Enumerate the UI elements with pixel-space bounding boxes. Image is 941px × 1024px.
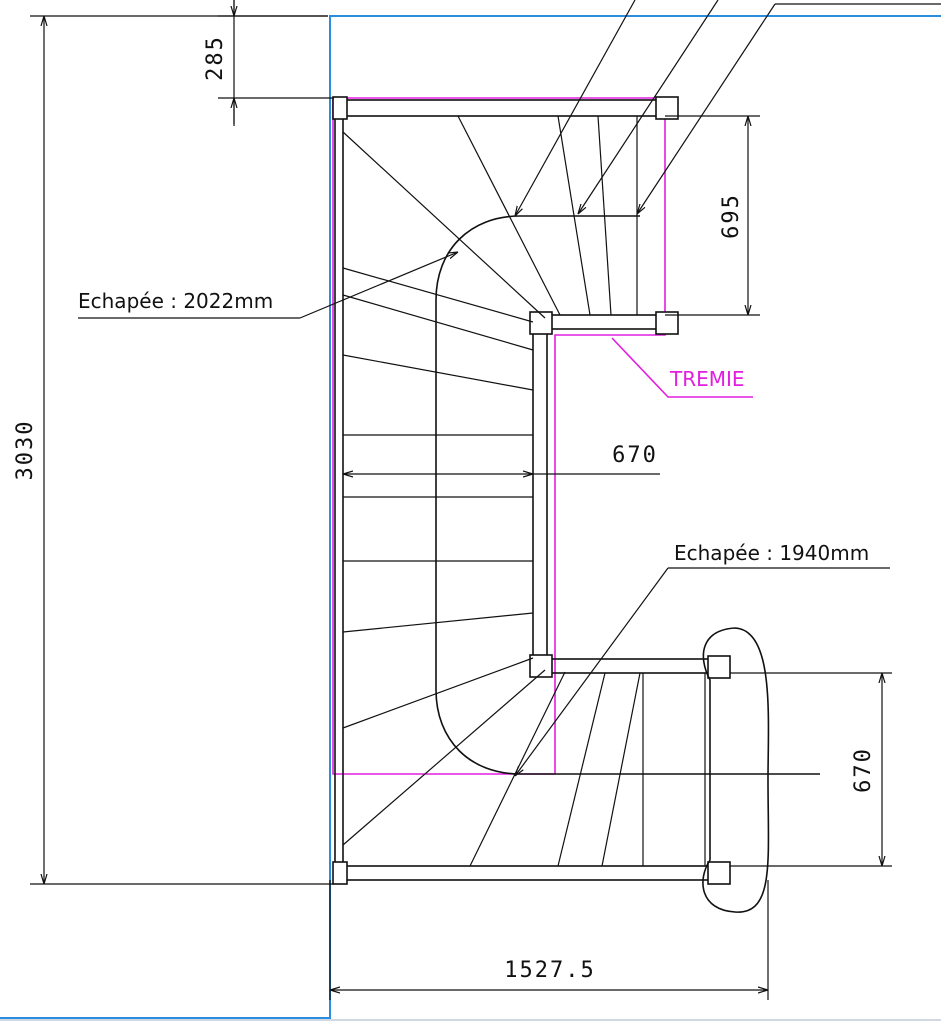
dimension-lower-flight: 670 <box>730 672 892 867</box>
dimension-top-offset: 285 <box>203 0 334 126</box>
dimension-total-height: 3030 <box>13 15 334 885</box>
dimension-upper-flight-label: 695 <box>719 193 744 239</box>
echappee-lower-label: Echapée : 1940mm <box>674 541 869 565</box>
post-bottom-left <box>332 861 348 885</box>
post-lower-right <box>707 655 731 679</box>
wall-outline <box>0 15 941 1021</box>
walking-line <box>435 215 820 775</box>
dimension-total-height-label: 3030 <box>13 420 38 481</box>
post-upper-right <box>655 311 679 335</box>
echappee-upper-callout: Echapée : 2022mm <box>78 252 458 319</box>
dimension-total-width: 1527.5 <box>329 880 769 1000</box>
post-upper-newel <box>529 311 553 335</box>
tremie-label: TREMIE <box>669 367 745 391</box>
dimension-landing-width: 670 <box>343 443 660 474</box>
post-bottom-right <box>707 861 731 885</box>
stair-posts <box>332 96 731 885</box>
echappee-upper-label: Echapée : 2022mm <box>78 289 273 313</box>
handrail-loop <box>702 627 770 913</box>
post-top-right <box>655 96 679 120</box>
dimension-top-offset-label: 285 <box>203 35 228 81</box>
echappee-lower-callout: Echapée : 1940mm <box>515 541 890 776</box>
dimension-landing-width-label: 670 <box>612 443 658 468</box>
dimension-upper-flight: 695 <box>665 115 760 316</box>
leader-lines-top <box>515 0 941 216</box>
dimension-lower-flight-label: 670 <box>851 747 876 793</box>
stair-frame <box>334 99 721 881</box>
dimension-total-width-label: 1527.5 <box>504 958 595 983</box>
post-lower-newel <box>529 654 553 678</box>
stair-treads <box>342 115 706 867</box>
post-top-left <box>332 96 348 120</box>
